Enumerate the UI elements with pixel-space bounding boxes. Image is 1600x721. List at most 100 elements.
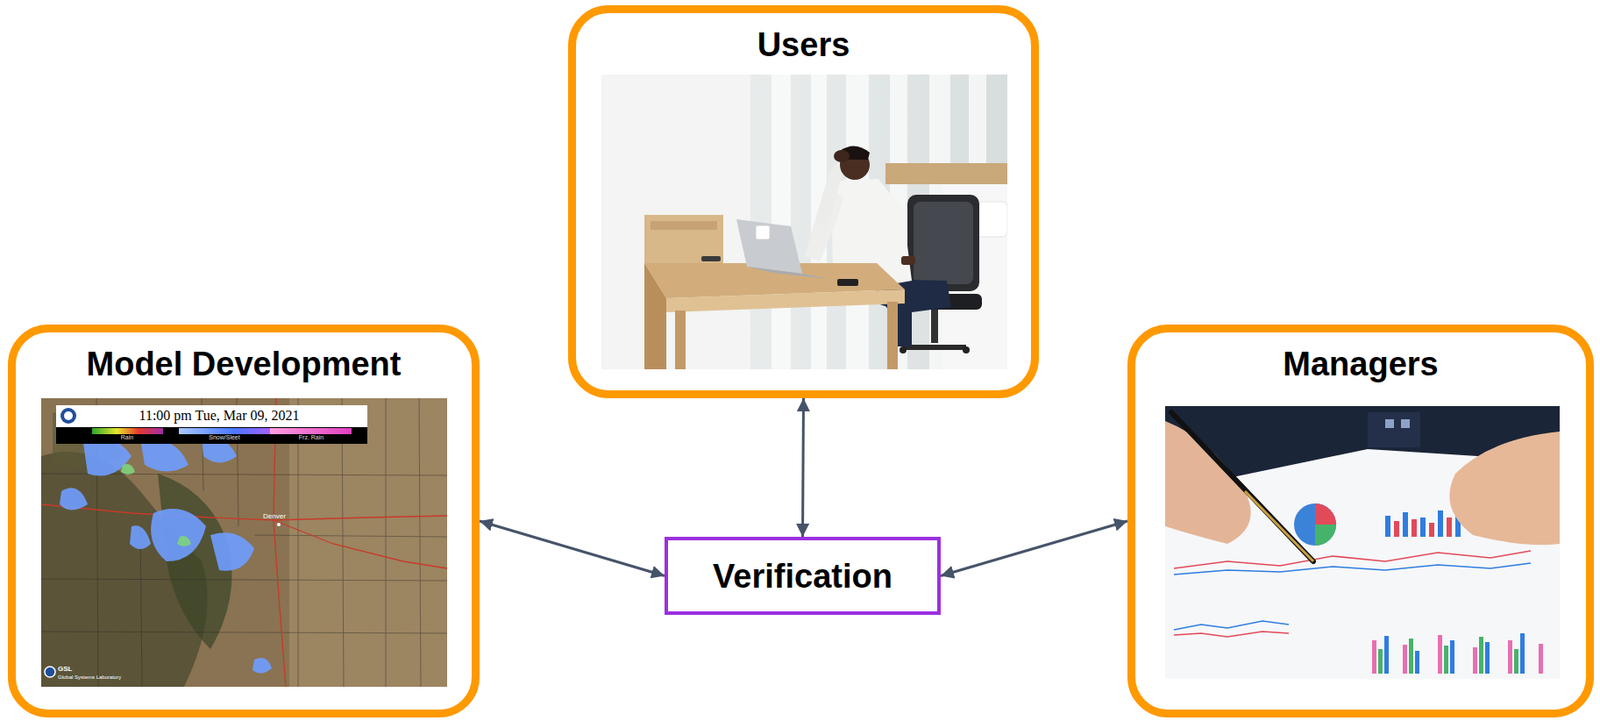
office-photo-part xyxy=(913,201,974,285)
radar-map-part xyxy=(178,427,271,434)
charts-photo-part-part xyxy=(1173,620,1289,630)
map-label: Denver xyxy=(263,512,286,520)
office-photo-part xyxy=(675,310,686,370)
connector-arrow xyxy=(940,520,1128,576)
charts-photo-part xyxy=(1171,412,1314,562)
charts-photo-part-part xyxy=(1294,503,1337,546)
radar-map-part-part xyxy=(140,526,143,687)
charts-photo-part-part xyxy=(1173,562,1531,575)
charts-photo-part-part xyxy=(1393,520,1400,537)
charts-photo-part-part xyxy=(1485,641,1490,674)
office-photo-part xyxy=(666,289,905,313)
radar-map-part-part xyxy=(385,398,387,687)
radar-map-part-part xyxy=(59,487,88,510)
office-photo-part xyxy=(644,263,667,370)
charts-photo-part xyxy=(1173,550,1531,637)
charts-photo-part-part xyxy=(1437,510,1444,537)
radar-map-part-part xyxy=(419,398,421,687)
office-photo-part xyxy=(746,266,829,279)
charts-photo-part xyxy=(1244,490,1314,562)
radar-map-part xyxy=(41,398,448,687)
office-photo-part xyxy=(736,219,803,274)
office-photo-part xyxy=(601,74,751,370)
charts-photo-part xyxy=(1449,431,1560,545)
charts-photo-part xyxy=(1294,503,1337,546)
radar-map-part-part xyxy=(41,504,448,520)
radar-map-part xyxy=(41,398,448,687)
charts-photo-part-part xyxy=(1173,550,1531,569)
office-photo xyxy=(601,74,1008,370)
radar-map-part xyxy=(92,427,164,434)
charts-photo-part-part xyxy=(1420,517,1426,537)
charts-photo-part-part xyxy=(1479,636,1484,674)
charts-photo-part xyxy=(1367,412,1421,448)
radar-map-part xyxy=(44,666,56,677)
office-photo-part xyxy=(931,309,939,343)
users-box: Users xyxy=(568,5,1039,399)
charts-photo-part xyxy=(1372,632,1544,674)
charts-photo-part-part xyxy=(1411,519,1417,537)
radar-map-part xyxy=(56,426,368,444)
map-label: Rain xyxy=(120,433,134,441)
charts-photo-part-part xyxy=(1538,643,1544,674)
charts-photo-part-part xyxy=(1402,512,1408,537)
office-photo-part xyxy=(650,220,718,230)
charts-photo-part-part xyxy=(1385,515,1391,537)
box-title: Users xyxy=(576,25,1032,64)
map-label: Snow/Sleet xyxy=(208,433,240,441)
charts-photo-part-part xyxy=(1315,503,1337,525)
model-box: Model Development xyxy=(7,324,480,718)
box-title: Managers xyxy=(1135,344,1586,384)
radar-map-part-part xyxy=(252,657,272,674)
charts-photo-part-part xyxy=(1437,634,1443,674)
radar-map-part xyxy=(59,437,272,673)
office-photo-part xyxy=(962,346,970,354)
charts-photo-part-part xyxy=(1520,632,1525,674)
box-title: Verification xyxy=(712,556,893,596)
charts-photo-part-part xyxy=(1315,524,1337,546)
office-photo-part xyxy=(833,149,850,163)
charts-photo-part-part xyxy=(1408,638,1414,674)
radar-map-part xyxy=(64,411,73,420)
charts-photo-part xyxy=(1165,405,1560,679)
map-label: 11:00 pm Tue, Mar 09, 2021 xyxy=(139,407,300,424)
charts-photo-part-part xyxy=(1402,644,1408,674)
office-photo-part xyxy=(837,278,859,286)
map-label: Frz. Rain xyxy=(298,433,324,441)
charts-photo-part-part xyxy=(1443,645,1449,674)
office-photo-part xyxy=(644,214,724,264)
office-photo-part xyxy=(887,301,898,370)
charts-photo-part-part xyxy=(1378,648,1383,674)
charts-photo-part-part xyxy=(1384,635,1389,674)
radar-map-part xyxy=(56,405,368,427)
radar-map-part xyxy=(60,407,77,424)
office-photo-part xyxy=(899,346,907,354)
map-label: GSL xyxy=(57,664,72,673)
charts-photo-part xyxy=(1393,517,1452,537)
charts-photo-part-part xyxy=(1472,647,1478,674)
charts-photo-part xyxy=(1400,419,1410,428)
radar-map-part-part xyxy=(273,519,448,569)
office-photo-part-part xyxy=(771,74,791,370)
connector-arrow xyxy=(803,398,804,537)
charts-photo-part xyxy=(1385,419,1394,428)
office-photo-part xyxy=(601,74,1008,370)
radar-map-part-part xyxy=(177,535,192,547)
radar-map-part-part xyxy=(41,631,448,633)
radar-map xyxy=(41,398,448,687)
radar-map-part-part xyxy=(210,532,255,571)
charts-photo-part-part xyxy=(1173,631,1289,637)
office-photo-part xyxy=(701,256,721,262)
office-photo-part xyxy=(901,256,916,265)
charts-photo xyxy=(1165,405,1560,679)
connector-arrow xyxy=(479,520,665,576)
charts-photo-part-part xyxy=(1450,640,1455,674)
radar-map-part-part xyxy=(41,578,448,581)
charts-photo-part-part xyxy=(1446,517,1452,537)
charts-photo-part-part xyxy=(1507,640,1513,674)
charts-photo-part-part xyxy=(1514,648,1519,674)
radar-map-part-part xyxy=(254,534,448,537)
radar-map-part xyxy=(277,522,281,527)
radar-map-part xyxy=(41,398,448,687)
box-title: Model Development xyxy=(15,344,472,384)
